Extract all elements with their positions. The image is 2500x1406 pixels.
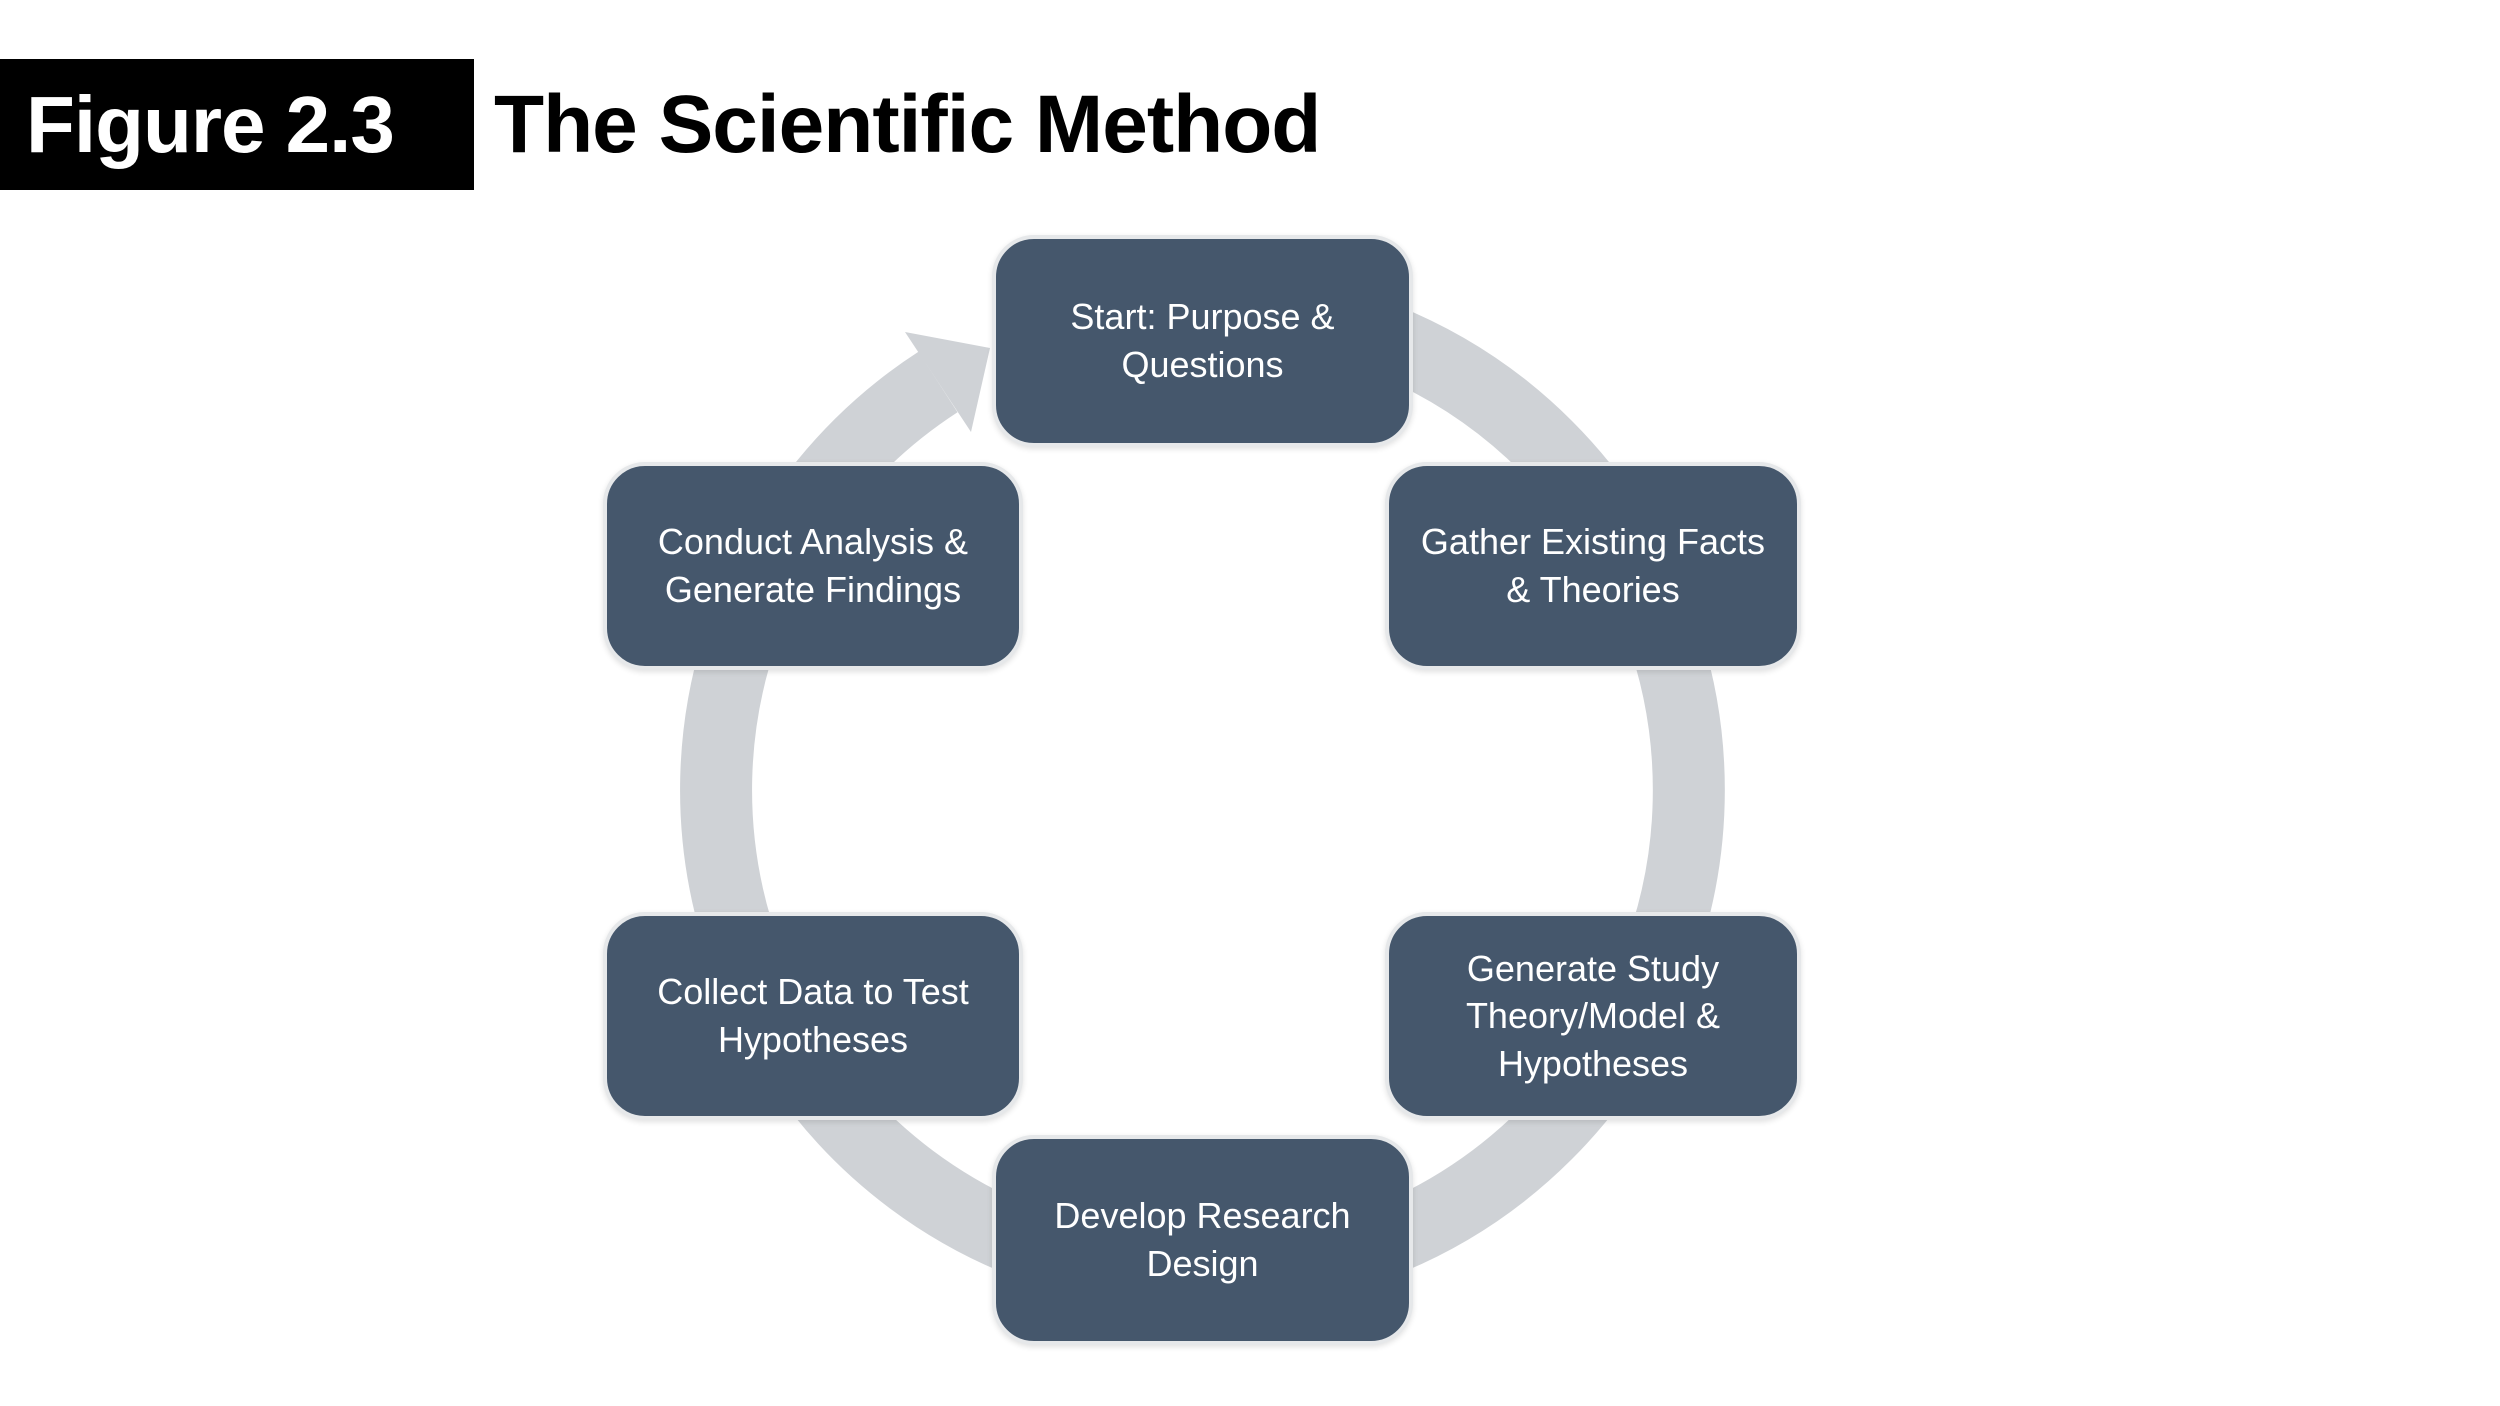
step-label: Start: Purpose & Questions: [1070, 296, 1335, 385]
step-box-start: Start: Purpose & Questions: [992, 235, 1413, 447]
step-label: Develop Research Design: [1054, 1195, 1351, 1284]
step-box-gather-facts: Gather Existing Facts & Theories: [1385, 462, 1801, 670]
step-label: Collect Data to Test Hypotheses: [657, 971, 969, 1060]
step-box-develop-design: Develop Research Design: [992, 1135, 1413, 1345]
figure-label-box: Figure 2.3: [0, 59, 474, 190]
step-label: Gather Existing Facts & Theories: [1420, 521, 1766, 610]
cycle-ring-arc: [680, 268, 1725, 1313]
step-box-collect-data: Collect Data to Test Hypotheses: [603, 912, 1023, 1120]
figure-title: The Scientific Method: [494, 78, 1321, 170]
cycle-arrowhead-icon: [905, 332, 990, 432]
figure-label: Figure 2.3: [26, 79, 395, 169]
step-box-generate-theory: Generate Study Theory/Model & Hypotheses: [1385, 912, 1801, 1120]
step-label: Generate Study Theory/Model & Hypotheses: [1465, 947, 1721, 1084]
step-box-conduct-analysis: Conduct Analysis & Generate Findings: [603, 462, 1023, 670]
step-label: Conduct Analysis & Generate Findings: [657, 521, 969, 610]
